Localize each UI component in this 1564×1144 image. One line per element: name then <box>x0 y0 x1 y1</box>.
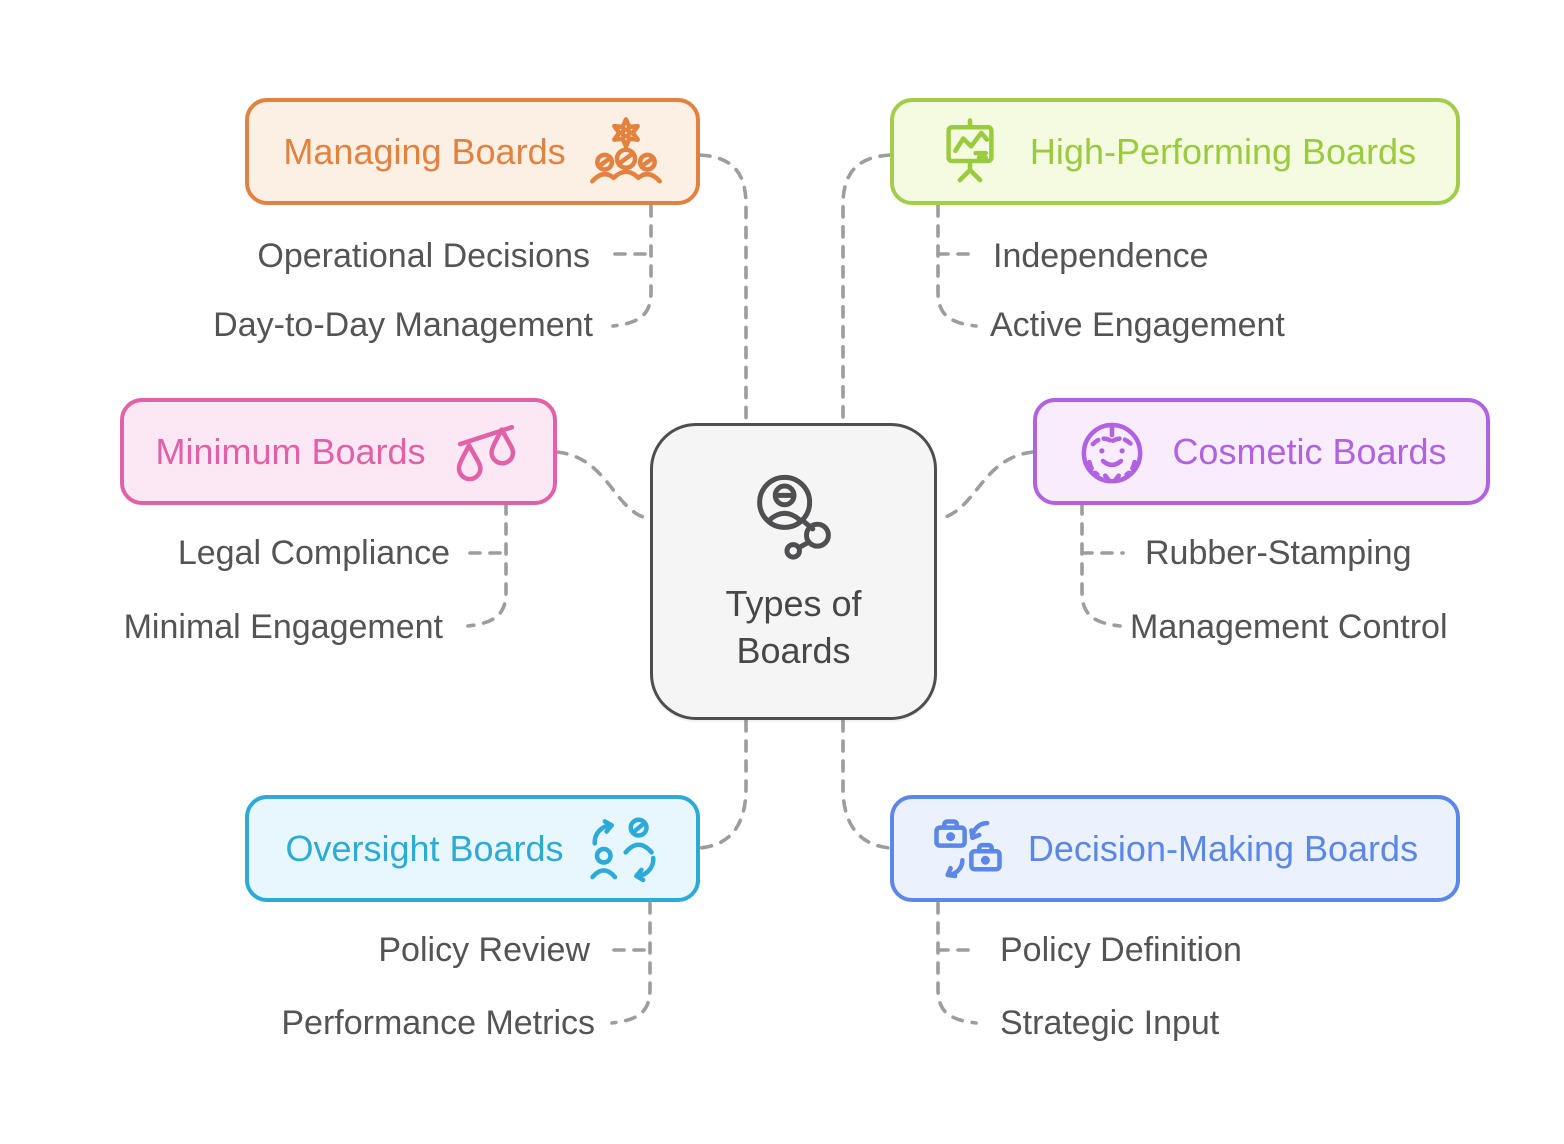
connector-highperforming-center <box>841 153 892 425</box>
connector-minimum-center <box>555 450 652 521</box>
face-icon <box>1076 416 1148 488</box>
team-gear-icon <box>589 116 662 188</box>
sublabel-policy-review[interactable]: Policy Review <box>378 931 590 969</box>
center-node-types-of-boards[interactable]: Types of Boards <box>650 423 937 720</box>
branch-label: Cosmetic Boards <box>1172 430 1447 472</box>
connector-cosmetic-center <box>936 450 1035 521</box>
presentation-chart-icon <box>934 116 1006 188</box>
connector-cosmetic-children <box>1080 502 1122 628</box>
branch-high-performing-boards[interactable]: High-Performing Boards <box>890 98 1460 205</box>
connector-oversight-children <box>610 901 652 1025</box>
branch-managing-boards[interactable]: Managing Boards <box>245 98 700 205</box>
person-network-icon <box>744 468 844 573</box>
sublabel-policy-definition[interactable]: Policy Definition <box>1000 931 1242 969</box>
branch-minimum-boards[interactable]: Minimum Boards <box>120 398 557 505</box>
branch-label: High-Performing Boards <box>1029 130 1417 172</box>
connector-managing-center <box>698 153 748 425</box>
sublabel-performance-metrics[interactable]: Performance Metrics <box>281 1004 595 1042</box>
connector-highperforming-children <box>936 204 978 328</box>
connector-managing-children <box>611 204 653 328</box>
connector-center-oversight <box>698 719 748 850</box>
sublabel-minimal-engagement[interactable]: Minimal Engagement <box>123 608 443 646</box>
connector-minimum-children <box>466 502 508 628</box>
branch-label: Minimum Boards <box>155 430 426 472</box>
sublabel-active-engagement[interactable]: Active Engagement <box>990 306 1285 344</box>
branch-label: Decision-Making Boards <box>1027 827 1419 869</box>
branch-label: Oversight Boards <box>285 827 564 869</box>
sublabel-independence[interactable]: Independence <box>993 237 1209 275</box>
sublabel-legal-compliance[interactable]: Legal Compliance <box>177 534 450 572</box>
sublabel-day-to-day-management[interactable]: Day-to-Day Management <box>213 306 593 344</box>
connector-center-decision <box>841 719 892 850</box>
center-node-label: Types of Boards <box>725 583 862 671</box>
sublabel-strategic-input[interactable]: Strategic Input <box>1000 1004 1220 1042</box>
branch-oversight-boards[interactable]: Oversight Boards <box>245 795 700 902</box>
branch-cosmetic-boards[interactable]: Cosmetic Boards <box>1033 398 1490 505</box>
scales-icon <box>450 416 522 488</box>
briefcase-swap-icon <box>932 813 1004 885</box>
sublabel-management-control[interactable]: Management Control <box>1130 608 1448 646</box>
branch-decision-making-boards[interactable]: Decision-Making Boards <box>890 795 1460 902</box>
sublabel-operational-decisions[interactable]: Operational Decisions <box>257 237 590 275</box>
branch-label: Managing Boards <box>283 130 566 172</box>
sublabel-rubber-stamping[interactable]: Rubber-Stamping <box>1145 534 1412 572</box>
connector-decision-children <box>936 901 978 1025</box>
people-swap-icon <box>588 813 660 885</box>
